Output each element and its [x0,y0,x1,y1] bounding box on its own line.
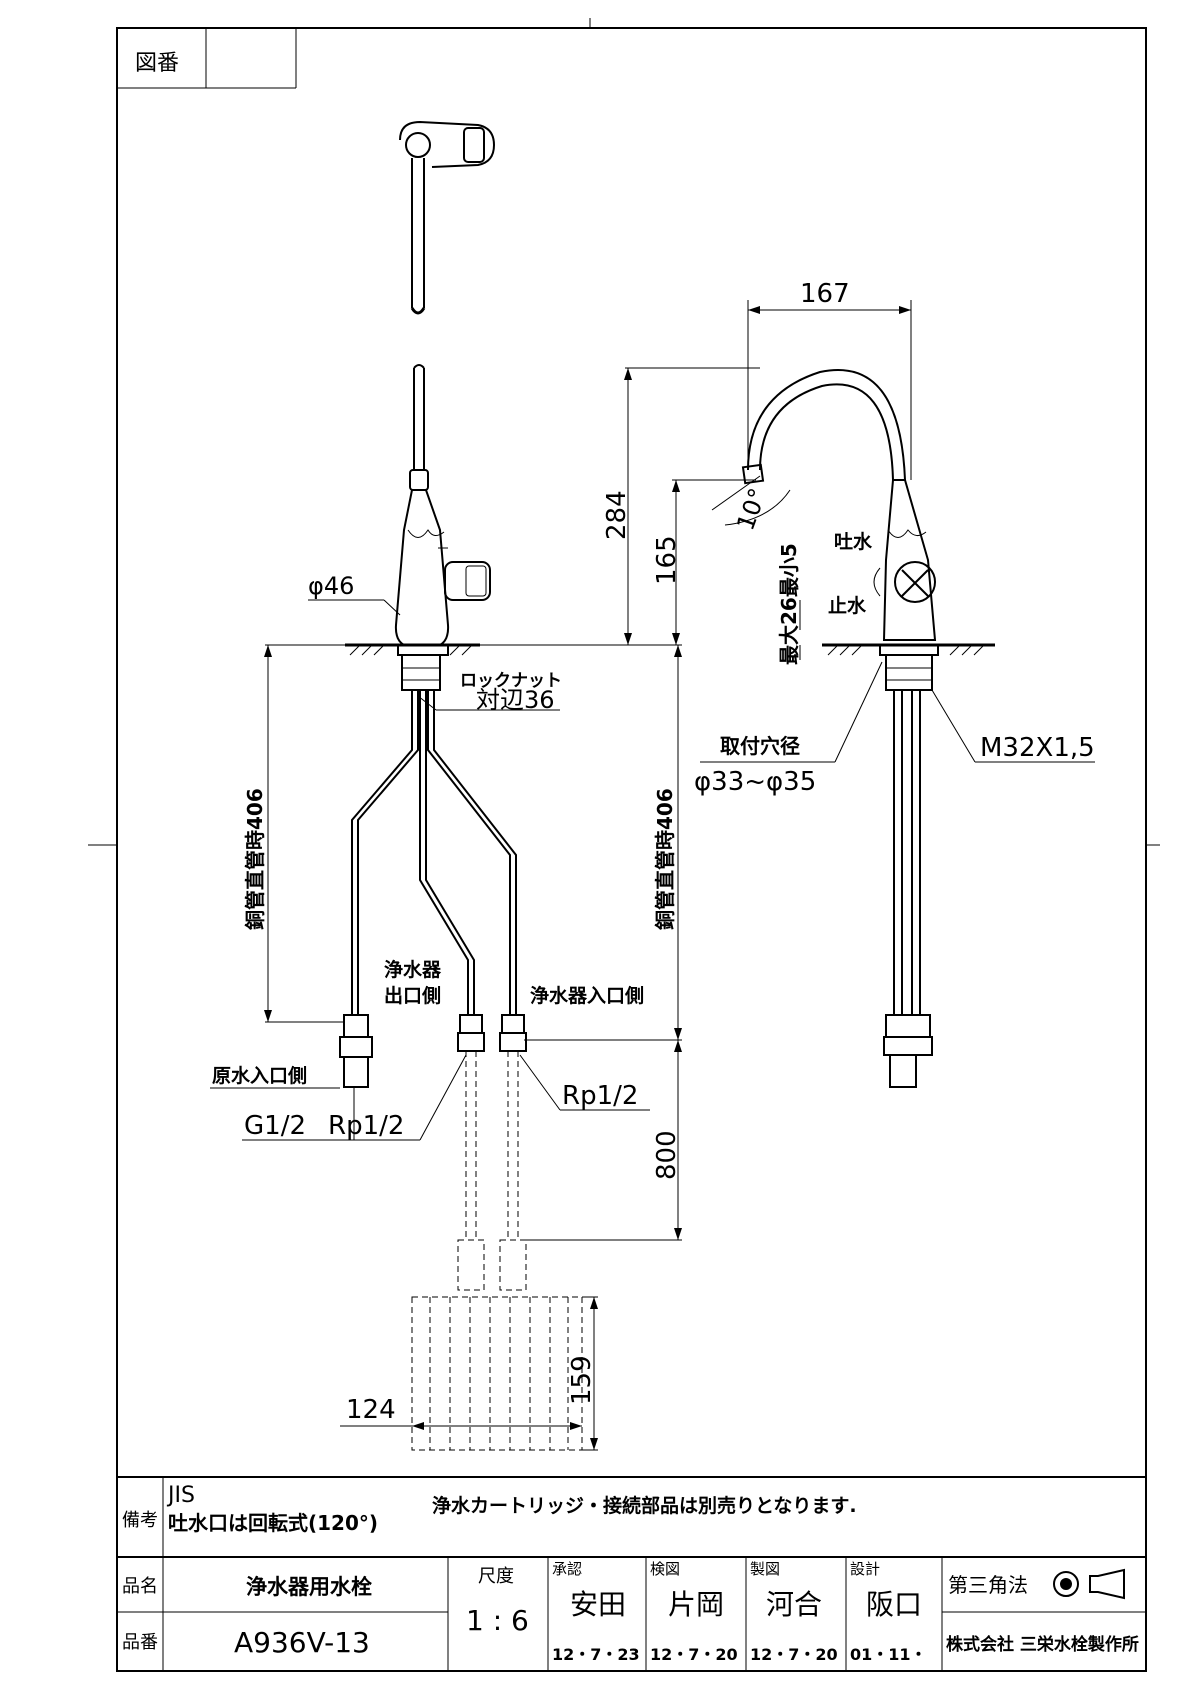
dim-mount-value: φ33~φ35 [694,767,816,797]
notes-line2: 吐水口は回転式(120°) [168,1511,378,1535]
tube-in [427,690,511,1015]
scale-label: 尺度 [478,1566,514,1587]
approve-label: 承認 [552,1560,582,1578]
dim-copper-left: 銅管直管時406 [243,788,267,930]
tube-raw [351,690,413,1015]
dim-124: 124 [346,1395,396,1425]
name-label: 品名 [122,1576,158,1597]
dim-167: 167 [800,279,850,309]
zuban-label: 図番 [135,51,179,76]
design-date: 01・11・ [850,1645,927,1664]
dim-locknut-1: ロックナット [460,671,562,691]
notes-line1: JIS [166,1483,195,1508]
draw-name: 河合 [766,1588,822,1621]
outer-frame [116,27,1147,1672]
front-view [242,120,682,1451]
approve-date: 12・7・23 [552,1645,640,1664]
design-name: 阪口 [866,1588,922,1621]
dim-locknut-2: 対辺36 [476,686,555,714]
side-view [624,300,1095,1088]
draw-label: 製図 [750,1560,780,1578]
lever-knob [405,132,431,158]
dim-g12: G1/2 [244,1111,306,1141]
projection-label: 第三角法 [948,1573,1028,1597]
label-spout: 吐水 [834,531,873,553]
notes-block: 備考 JIS 吐水口は回転式(120°) 浄水カートリッジ・接続部品は別売りとな… [117,1476,1146,1558]
dim-rp12-left: Rp1/2 [328,1111,404,1141]
label-raw-water: 原水入口側 [212,1065,307,1087]
company-name: 株式会社 三栄水栓製作所 [946,1634,1139,1655]
dim-159: 159 [567,1355,597,1405]
label-purifier-in: 浄水器入口側 [530,984,644,1007]
tube-out [419,690,469,1015]
check-label: 検図 [650,1560,680,1578]
dim-phi46: φ46 [308,572,354,600]
dim-thread: M32X1,5 [980,733,1095,763]
check-date: 12・7・20 [650,1645,738,1664]
dim-rp12-right: Rp1/2 [562,1081,638,1111]
dim-mount-label: 取付穴径 [720,734,800,758]
scale-value: 1 : 6 [466,1604,529,1637]
third-angle-icon [1053,1568,1125,1600]
number-label: 品番 [122,1632,158,1653]
dim-copper-right: 銅管直管時406 [653,788,677,930]
dim-165: 165 [652,535,682,585]
dim-max-min: 最大26最小5 [777,543,801,665]
draw-date: 12・7・20 [750,1645,838,1664]
spout-arc [747,369,906,481]
lever-head [399,120,496,168]
zuban-box: 図番 [117,28,297,89]
name-value: 浄水器用水栓 [246,1575,372,1599]
side-handle [444,561,491,601]
check-name: 片岡 [668,1588,724,1621]
cartridge [411,1296,583,1451]
title-block: 品名 浄水器用水栓 品番 A936V-13 尺度 1 : 6 承認 安田 12・… [117,1557,1146,1671]
design-label: 設計 [850,1560,880,1578]
notes-label: 備考 [122,1510,158,1531]
dim-800: 800 [652,1130,682,1180]
approve-name: 安田 [570,1588,626,1621]
side-handle-round [894,561,936,603]
notes-remark: 浄水カートリッジ・接続部品は別売りとなります. [432,1494,857,1517]
number-value: A936V-13 [234,1626,370,1659]
dim-284: 284 [602,490,632,540]
faucet-body [394,489,450,646]
label-purifier-out-2: 出口側 [384,984,441,1007]
label-purifier-out-1: 浄水器 [384,958,442,981]
label-stop: 止水 [828,595,867,617]
